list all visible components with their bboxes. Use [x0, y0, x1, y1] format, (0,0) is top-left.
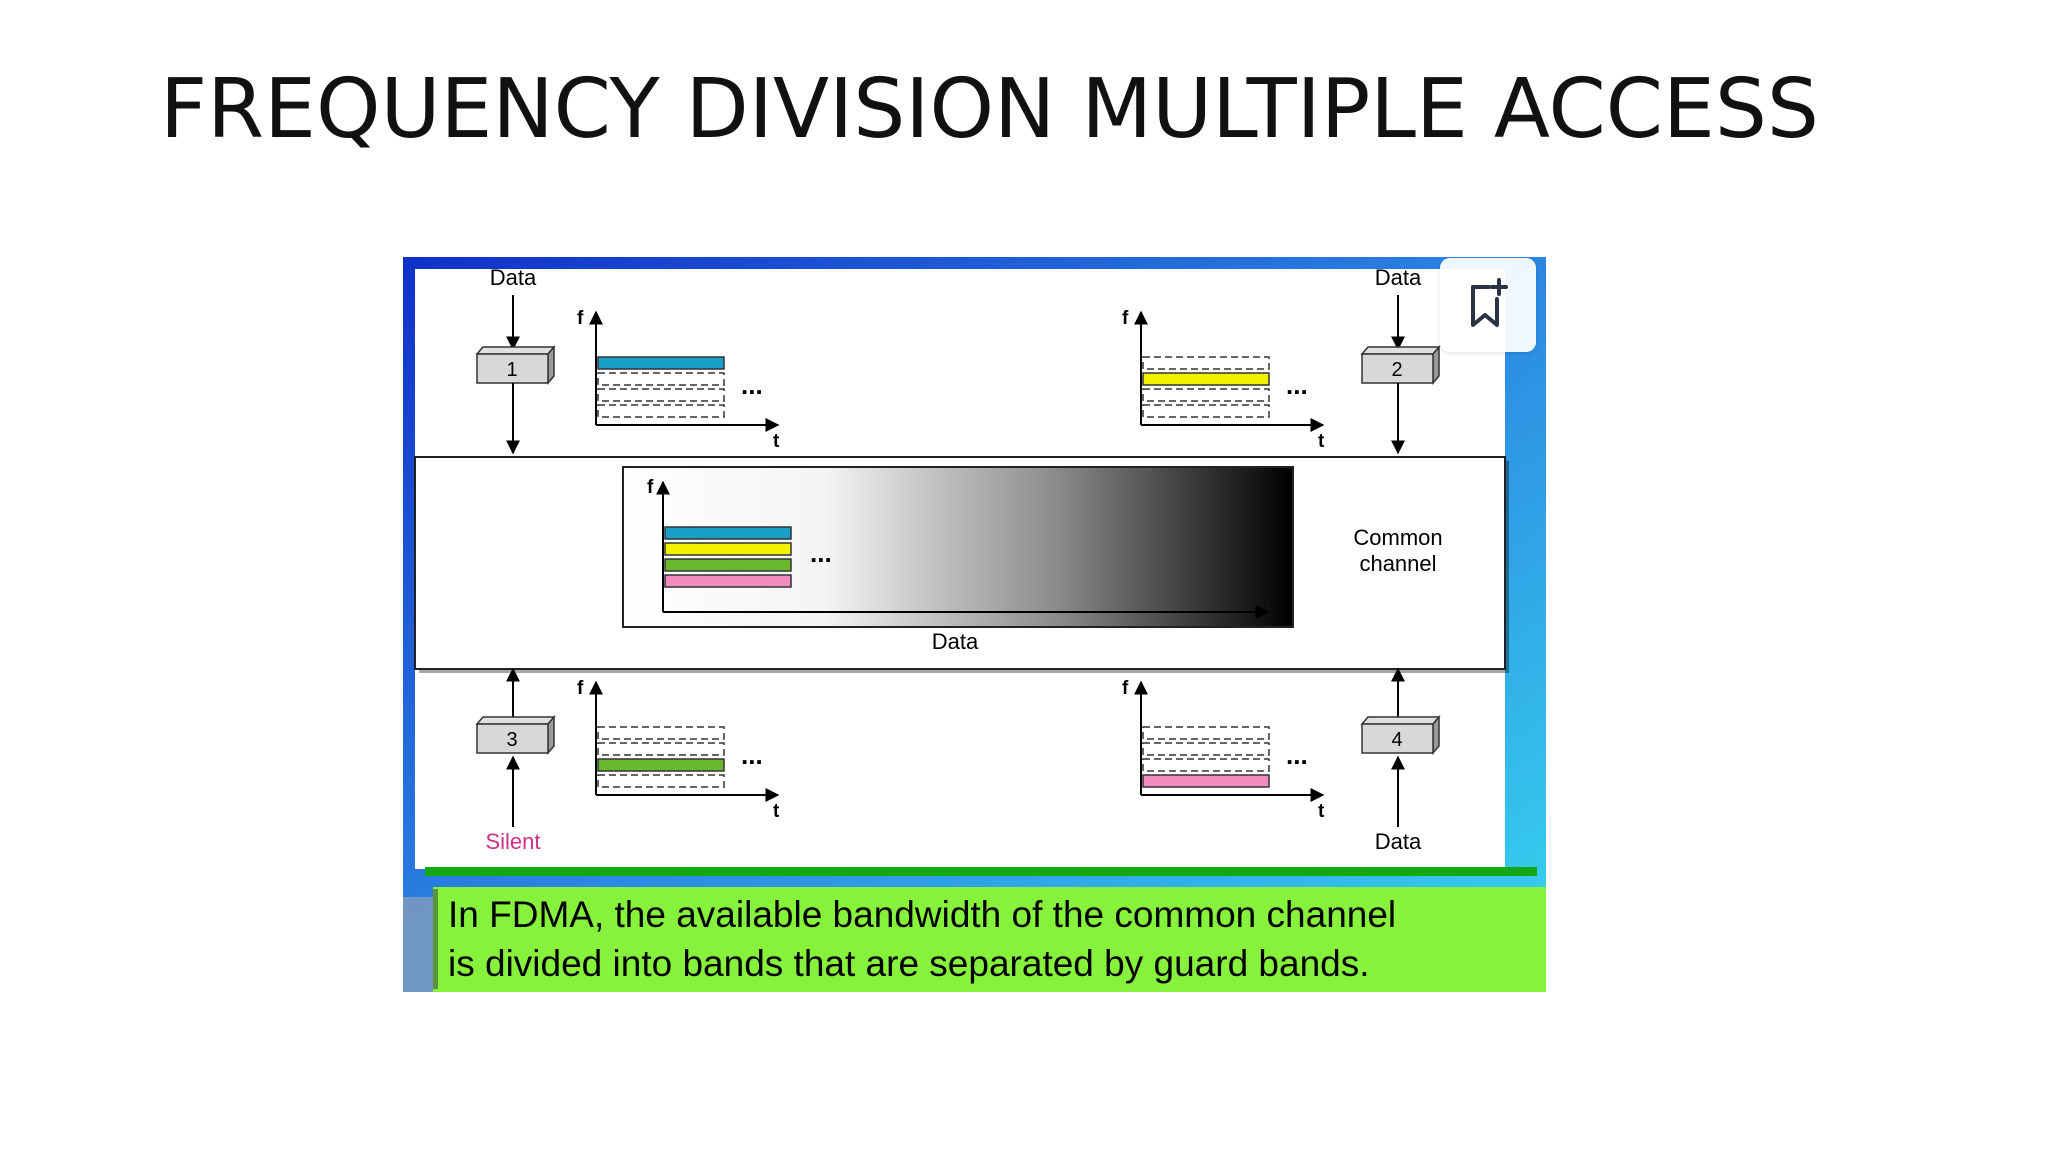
station-2-freq-label: f	[1122, 308, 1129, 329]
station-2-id: 2	[1391, 359, 1402, 381]
caption-line-2: is divided into bands that are separated…	[448, 943, 1370, 984]
channel-freq-axis-label: f	[647, 477, 654, 498]
station-1-id: 1	[506, 359, 517, 381]
slide-title: FREQUENCY DIVISION MULTIPLE ACCESS	[160, 62, 1819, 157]
station-4-freq-label: f	[1122, 678, 1129, 699]
caption-line-1: In FDMA, the available bandwidth of the …	[448, 894, 1396, 935]
fdma-figure: f t ... Common channel Data Data 1 f t .…	[403, 257, 1546, 992]
common-channel-label-1: Common	[1353, 525, 1442, 550]
common-channel-label-2: channel	[1359, 551, 1436, 576]
station-2-input-label: Data	[1375, 265, 1422, 290]
station-1-freq-label: f	[577, 308, 584, 329]
fdma-diagram: f t ... Common channel Data Data 1 f t .…	[403, 257, 1546, 992]
station-4-box	[1361, 723, 1434, 754]
station-4-input-label: Data	[1375, 829, 1422, 854]
station-1-input-label: Data	[490, 265, 537, 290]
channel-band-3	[664, 558, 792, 572]
channel-ellipsis: ...	[810, 538, 832, 568]
channel-data-label: Data	[932, 629, 979, 654]
station-4-ellipsis: ...	[1286, 740, 1308, 770]
channel-band-4	[664, 574, 792, 588]
station-3-time-label: t	[773, 801, 780, 822]
station-1-ellipsis: ...	[741, 370, 763, 400]
station-2-box	[1361, 353, 1434, 384]
caption-box	[433, 887, 1546, 992]
station-4-id: 4	[1391, 729, 1402, 751]
station-4-time-label: t	[1318, 801, 1325, 822]
station-3-box	[476, 723, 549, 754]
station-3-id: 3	[506, 729, 517, 751]
bookmark-add-button[interactable]	[1440, 258, 1536, 352]
channel-time-axis-label: t	[1265, 594, 1272, 615]
station-2-ellipsis: ...	[1286, 370, 1308, 400]
station-3-freq-label: f	[577, 678, 584, 699]
station-1-time-label: t	[773, 431, 780, 452]
caption-divider	[425, 867, 1537, 876]
bookmark-add-icon	[1471, 278, 1508, 327]
channel-band-1	[664, 526, 792, 540]
station-3-ellipsis: ...	[741, 740, 763, 770]
station-2-time-label: t	[1318, 431, 1325, 452]
channel-band-2	[664, 542, 792, 556]
station-3-input-label: Silent	[485, 829, 540, 854]
